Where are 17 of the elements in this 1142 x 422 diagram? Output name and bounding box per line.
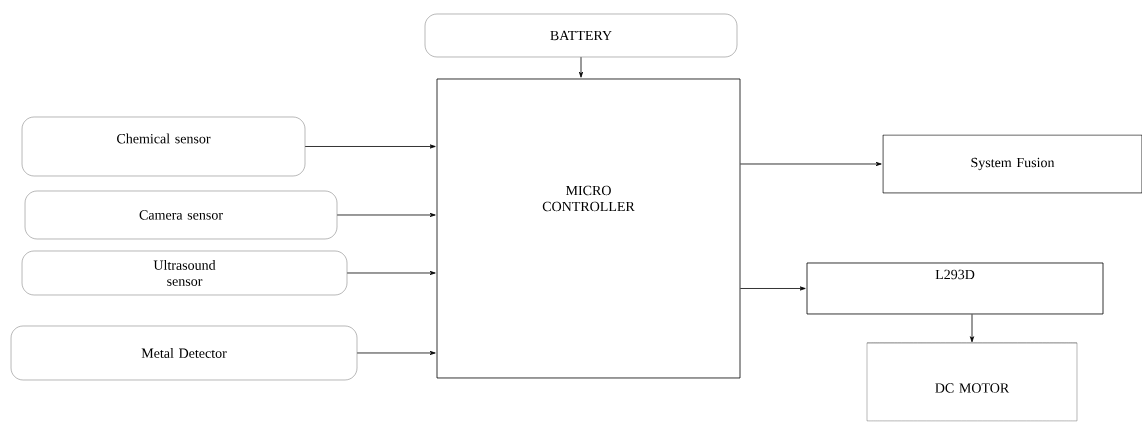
cylinder: DC MOTOR bbox=[866, 342, 1078, 422]
arrow bbox=[969, 314, 975, 343]
controller-box: MICRO CONTROLLER bbox=[436, 78, 741, 379]
arrow bbox=[740, 286, 806, 291]
arrow bbox=[740, 161, 882, 167]
rounded-box: Chemical sensor bbox=[21, 116, 306, 177]
arrow bbox=[346, 270, 436, 275]
rounded-box: Camera sensor bbox=[24, 190, 338, 240]
rounded-box: Ultrasound sensor bbox=[21, 250, 348, 296]
process-box: System Fusion bbox=[882, 134, 1142, 194]
process-box: L293D bbox=[806, 262, 1104, 315]
rounded-box: BATTERY bbox=[424, 13, 738, 58]
rounded-box: Metal Detector bbox=[10, 325, 358, 381]
arrow bbox=[304, 144, 436, 149]
arrow bbox=[356, 350, 436, 355]
arrow bbox=[578, 56, 584, 78]
arrow bbox=[336, 212, 436, 217]
